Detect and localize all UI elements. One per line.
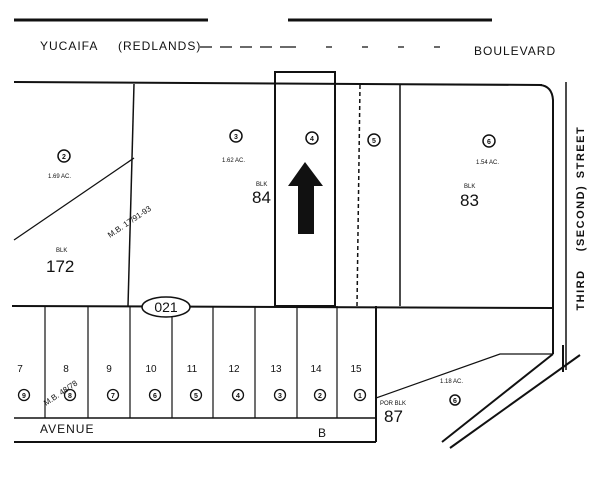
lot-line — [127, 83, 135, 307]
lot-number: 10 — [145, 364, 157, 375]
street-rule — [449, 354, 581, 449]
svg-text:4: 4 — [310, 136, 314, 143]
svg-text:7: 7 — [111, 393, 115, 400]
street-name-second: (SECOND) — [575, 185, 587, 251]
street-name-boulevard: BOULEVARD — [474, 44, 556, 58]
svg-text:3: 3 — [278, 393, 282, 400]
parcel-marker: 5 — [367, 133, 381, 147]
svg-text:1: 1 — [358, 393, 362, 400]
block-label: POR BLK — [380, 401, 406, 407]
parcel-marker: 4 — [231, 388, 245, 402]
parcel-marker: 6 — [482, 134, 496, 148]
svg-text:6: 6 — [487, 139, 491, 146]
acreage: 1.69 AC. — [48, 174, 71, 180]
street-name-avenue: AVENUE — [40, 422, 94, 436]
lot-line — [356, 84, 361, 307]
parcel-marker: 6 — [449, 394, 461, 406]
block-number: 172 — [46, 257, 74, 276]
page-code: 021 — [154, 299, 178, 315]
parcel-marker: 4 — [305, 131, 319, 145]
parcel-marker: 2 — [313, 388, 327, 402]
parcel-marker: 2 — [57, 149, 71, 163]
lot-number: 15 — [350, 364, 362, 375]
block-number: 84 — [252, 188, 271, 207]
street-name-b: B — [318, 426, 327, 440]
parcel-marker: 5 — [189, 388, 203, 402]
block-label: BLK — [464, 184, 475, 190]
lot-number: 12 — [228, 364, 240, 375]
lot-number: 14 — [310, 364, 322, 375]
street-name-yucaipa: YUCAIFA — [40, 39, 98, 53]
subject-arrow-icon — [288, 162, 323, 234]
block-number: 83 — [460, 191, 479, 210]
svg-text:4: 4 — [236, 393, 240, 400]
svg-text:6: 6 — [153, 393, 157, 400]
lot-number: 11 — [187, 364, 198, 375]
acreage: 1.62 AC. — [222, 158, 245, 164]
street-name-third: THIRD — [575, 269, 587, 310]
parcel-marker: 1 — [353, 388, 367, 402]
parcel-marker: 6 — [148, 388, 162, 402]
block-label: BLK — [256, 182, 267, 188]
map-book-ref: M.B. 48/78 — [42, 378, 80, 407]
block-boundary — [441, 353, 554, 443]
block-corner — [539, 84, 554, 308]
svg-text:3: 3 — [234, 134, 238, 141]
block-number: 87 — [384, 407, 403, 426]
svg-text:9: 9 — [22, 393, 26, 400]
svg-text:8: 8 — [68, 393, 72, 400]
block-label: BLK — [56, 248, 67, 254]
page-code-oval — [141, 296, 191, 318]
lot-number: 9 — [106, 364, 112, 375]
street-name-redlands: (REDLANDS) — [118, 39, 201, 53]
block-boundary — [13, 81, 543, 86]
svg-text:2: 2 — [318, 393, 322, 400]
lot-number: 13 — [270, 364, 282, 375]
svg-text:2: 2 — [62, 154, 66, 161]
parcel-marker: 8 — [63, 388, 77, 402]
parcel-marker: 9 — [17, 388, 31, 402]
acreage: 1.54 AC. — [476, 160, 499, 166]
svg-text:5: 5 — [372, 138, 376, 145]
parcel-marker: 3 — [273, 388, 287, 402]
highlighted-parcel — [274, 71, 336, 307]
block-boundary — [375, 353, 553, 399]
street-name-street: STREET — [575, 126, 587, 178]
map-book-line — [13, 157, 135, 241]
acreage: 1.18 AC. — [440, 379, 463, 385]
lot-number: 7 — [17, 364, 23, 375]
parcel-marker: 7 — [106, 388, 120, 402]
lot-number: 8 — [63, 364, 69, 375]
parcel-marker: 3 — [229, 129, 243, 143]
svg-text:5: 5 — [194, 393, 198, 400]
lots-row: 7 9 8 8 9 7 10 6 11 5 12 4 13 3 14 2 15 1 — [17, 364, 367, 402]
svg-text:6: 6 — [453, 398, 457, 405]
